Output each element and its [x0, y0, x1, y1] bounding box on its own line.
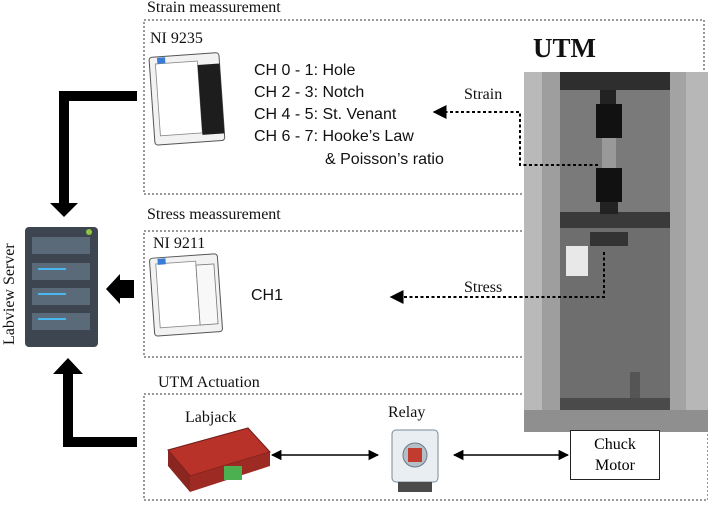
channel-line-5: & Poisson’s ratio: [325, 151, 444, 168]
actuation-arrowhead: [53, 358, 83, 374]
channel-line-3: CH 4 - 5: St. Venant: [254, 106, 397, 123]
ni9235-module-image: [148, 52, 226, 146]
stress-arrowhead: [106, 274, 120, 304]
ni9235-label: NI 9235: [150, 30, 203, 47]
labjack-image: [167, 427, 271, 492]
ni9211-label: NI 9211: [153, 235, 206, 252]
actuation-section-frame: [143, 393, 708, 501]
server-connections: [50, 91, 137, 447]
strain-section-frame: [143, 19, 705, 195]
stress-signal-label: Stress: [464, 279, 503, 296]
strain-arrowhead: [50, 203, 78, 217]
channel-line-4: CH 6 - 7: Hooke’s Law: [254, 128, 414, 145]
relay-label: Relay: [388, 404, 426, 421]
stress-section-title: Stress meassurement: [147, 206, 281, 223]
actuation-section-title: UTM Actuation: [158, 374, 260, 391]
relay-image: [391, 429, 439, 492]
stress-channel-label: CH1: [251, 287, 284, 304]
channel-line-1: CH 0 - 1: Hole: [254, 62, 356, 79]
stress-signal-arrow: [389, 252, 605, 304]
ni9211-module-image: [149, 253, 223, 337]
utm-title: UTM: [533, 33, 596, 63]
channel-line-2: CH 2 - 3: Notch: [254, 84, 365, 101]
chuck-motor-line-2: Motor: [595, 457, 635, 474]
labjack-label: Labjack: [185, 409, 237, 426]
strain-section-title: Strain meassurement: [147, 0, 281, 16]
utm-machine-image: [524, 72, 708, 432]
chuck-motor-box: Chuck Motor: [570, 430, 660, 480]
stress-section-frame: [143, 230, 708, 358]
stress-to-server-arrow-shaft: [119, 280, 134, 298]
strain-signal-label: Strain: [464, 86, 503, 103]
labview-server-label: Labview Server: [1, 243, 18, 345]
labview-server-icon: [25, 227, 98, 347]
strain-to-server-arrow: [59, 91, 137, 205]
actuation-to-server-arrow: [63, 372, 137, 447]
chuck-motor-line-1: Chuck: [594, 436, 636, 453]
strain-signal-arrow: [432, 105, 598, 166]
